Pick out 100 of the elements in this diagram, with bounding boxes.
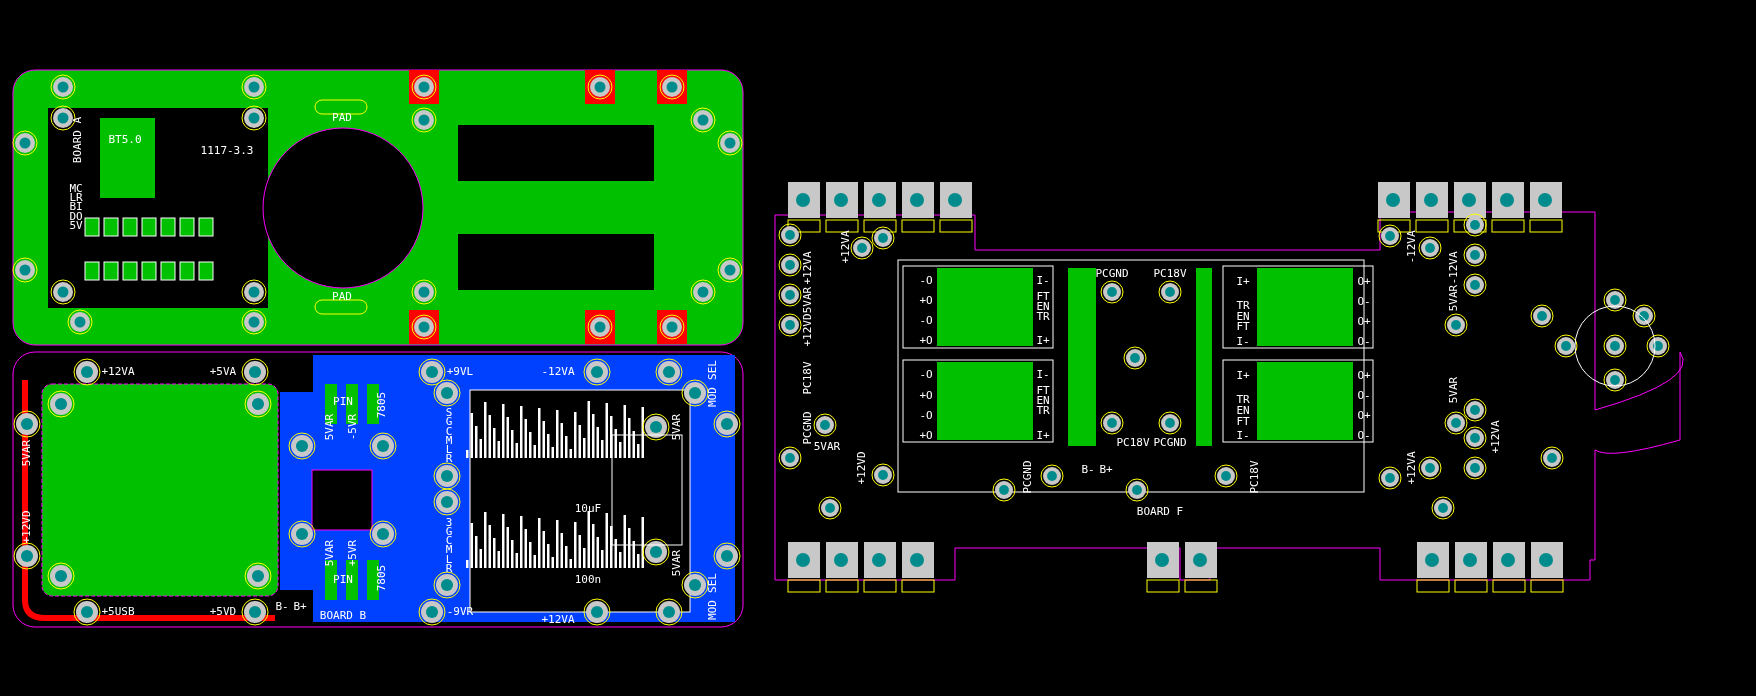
silkscreen-label: MOD <box>707 387 719 407</box>
silkscreen-label: +5VD <box>209 606 237 618</box>
silkscreen-label: FT <box>1236 321 1250 333</box>
silkscreen-label: PCGND <box>1153 437 1187 449</box>
silkscreen-label: B+ <box>293 601 307 613</box>
silkscreen-label: FT <box>1036 385 1050 397</box>
silkscreen-label: O- <box>1357 296 1371 308</box>
silkscreen-label: I+ <box>1236 370 1250 382</box>
silkscreen-label: C <box>445 426 453 438</box>
silkscreen-label: PCGND <box>1022 460 1034 494</box>
silkscreen-label: MOD <box>707 600 719 620</box>
silkscreen-label: PAD <box>332 112 352 124</box>
silkscreen-label: -12VA <box>1448 251 1460 285</box>
silkscreen-label: TR <box>1236 300 1250 312</box>
silkscreen-label: 5VAR <box>1448 284 1460 312</box>
silkscreen-label: C <box>445 535 453 547</box>
silkscreen-label: TR <box>1236 394 1250 406</box>
silkscreen-label: O+ <box>1357 276 1371 288</box>
silkscreen-label: I+ <box>1036 335 1050 347</box>
silkscreen-label: 100n <box>574 574 602 586</box>
silkscreen-label: BI <box>69 201 83 213</box>
silkscreen-label: 5VAR <box>813 441 841 453</box>
silkscreen-label: BOARD A <box>72 116 84 164</box>
silkscreen-label: FT <box>1036 291 1050 303</box>
silkscreen-label: B- <box>275 601 289 613</box>
silkscreen-label: O- <box>1357 390 1371 402</box>
silkscreen-label: -9VR <box>446 606 474 618</box>
silkscreen-label: PIN <box>333 574 353 586</box>
silkscreen-label: I- <box>1236 336 1250 348</box>
silkscreen-label: +O <box>919 430 933 442</box>
silkscreen-label: I+ <box>1236 276 1250 288</box>
silkscreen-label: G <box>445 416 453 428</box>
silkscreen-label: -O <box>919 315 933 327</box>
silkscreen-label: +12VA <box>1406 451 1418 485</box>
silkscreen-label: I- <box>1036 275 1050 287</box>
silkscreen-label: +O <box>919 295 933 307</box>
silkscreen-label: TR <box>1036 405 1050 417</box>
silkscreen-label: 5VAR <box>21 439 33 467</box>
silkscreen-label: B+ <box>1099 464 1113 476</box>
silkscreen-label: +12VD <box>856 451 868 485</box>
silkscreen-label: +12VA <box>840 230 852 264</box>
silkscreen-label: O+ <box>1357 316 1371 328</box>
silkscreen-label: PC18V <box>1116 437 1150 449</box>
silkscreen-label: -O <box>919 369 933 381</box>
silkscreen-label: +5VA <box>209 366 237 378</box>
silkscreen-label: PC18V <box>1153 268 1187 280</box>
silkscreen-label: 7805 <box>376 391 388 419</box>
silkscreen-label: +12VD <box>21 510 33 544</box>
silkscreen-label: -O <box>919 275 933 287</box>
silkscreen-label: R <box>445 453 453 465</box>
silkscreen-label: +5USB <box>101 606 135 618</box>
silkscreen-label: I+ <box>1036 430 1050 442</box>
silkscreen-label: +O <box>919 390 933 402</box>
silkscreen-label: DO <box>69 211 83 223</box>
silkscreen-label: TR <box>1036 311 1050 323</box>
silkscreen-label: 5VAR <box>1448 376 1460 404</box>
silkscreen-label: BOARD F <box>1136 506 1184 518</box>
silkscreen-label: M <box>445 435 453 447</box>
silkscreen-label: SEL <box>707 573 719 593</box>
silkscreen-label: O- <box>1357 430 1371 442</box>
silkscreen-label: +9VL <box>446 366 474 378</box>
silkscreen-label: 5VAR <box>671 413 683 441</box>
silkscreen-label: 5VAR <box>324 539 336 567</box>
silkscreen-label: BT5.0 <box>108 134 142 146</box>
silkscreen-label: PC18V <box>802 361 814 395</box>
silkscreen-label: I- <box>1236 430 1250 442</box>
silkscreen-label: +5VR <box>347 539 359 567</box>
silkscreen-label: O+ <box>1357 370 1371 382</box>
silkscreen-label: 5V <box>69 220 83 232</box>
silkscreen-label: PC18V <box>1249 460 1261 494</box>
silkscreen-label: O- <box>1357 336 1371 348</box>
silkscreen-label: -5VR <box>347 413 359 441</box>
silkscreen-label: PIN <box>333 396 353 408</box>
silkscreen-label: 5VAR <box>671 549 683 577</box>
silkscreen-label: FT <box>1236 416 1250 428</box>
silkscreen-label: -12VA <box>1406 230 1418 264</box>
silkscreen-label: MC <box>69 183 83 195</box>
silkscreen-label: +12VA <box>101 366 135 378</box>
silkscreen-label: EN <box>1236 405 1250 417</box>
silkscreen-label: BOARD B <box>319 610 367 622</box>
silkscreen-label: +12VD <box>802 313 814 347</box>
silkscreen-label: 1117-3.3 <box>200 145 254 157</box>
silkscreen-label: PCGND <box>802 411 814 445</box>
silkscreen-label: M <box>445 544 453 556</box>
silkscreen-label: SEL <box>707 360 719 380</box>
silkscreen-label: +12VA <box>802 251 814 285</box>
silkscreen-label: -12VA <box>541 366 575 378</box>
silkscreen-label: +12VA <box>1490 420 1502 454</box>
silkscreen-label: 7805 <box>376 564 388 592</box>
silkscreen-label: 5VAR <box>802 286 814 314</box>
silkscreen-label: R <box>445 563 453 575</box>
silkscreen-label: EN <box>1236 311 1250 323</box>
silkscreen-label: +O <box>919 335 933 347</box>
silkscreen-label: 5VAR <box>324 413 336 441</box>
silkscreen-label: EN <box>1036 301 1050 313</box>
silkscreen-label: I- <box>1036 369 1050 381</box>
silkscreen-label: O+ <box>1357 410 1371 422</box>
silkscreen-label: EN <box>1036 395 1050 407</box>
silkscreen-label: -O <box>919 410 933 422</box>
silkscreen-label: PCGND <box>1095 268 1129 280</box>
